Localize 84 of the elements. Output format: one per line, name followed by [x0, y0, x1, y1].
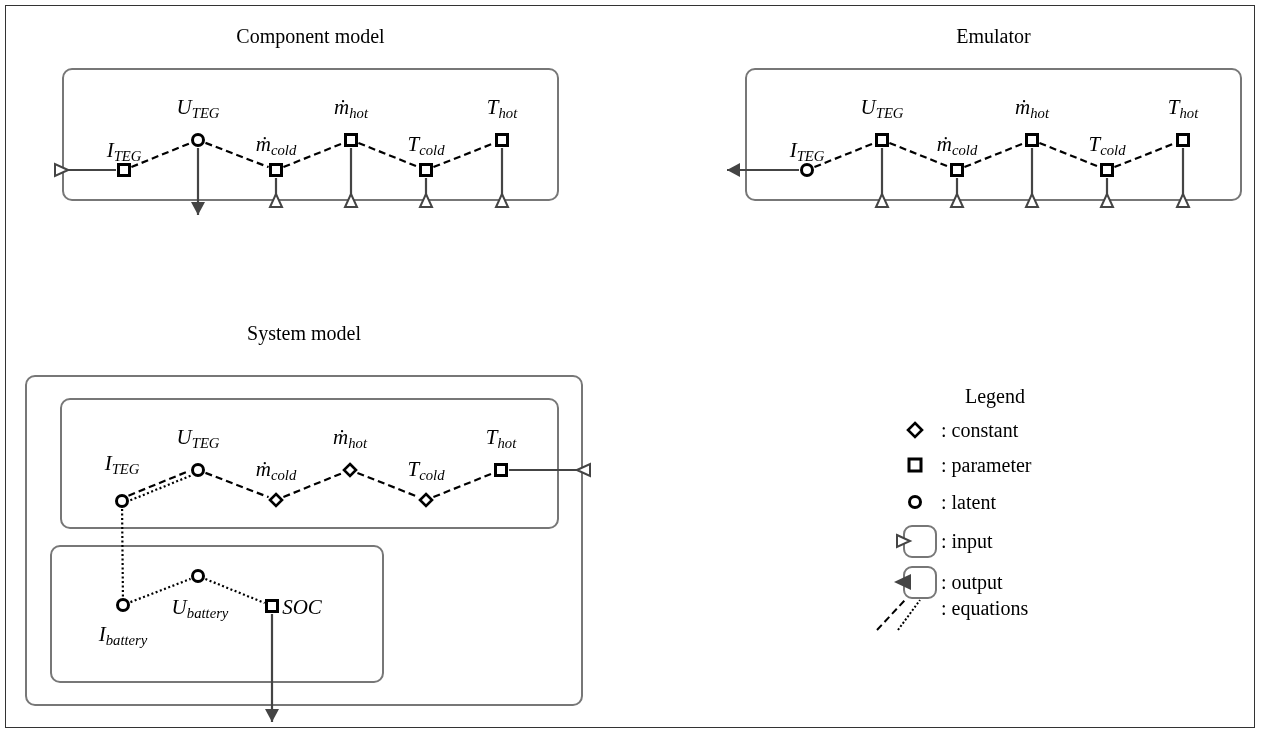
constant-diamond: [269, 493, 283, 507]
input-arrow: [875, 148, 889, 208]
input-arrow: [495, 148, 509, 208]
output-arrow: [265, 614, 279, 722]
input-arrow: [1025, 148, 1039, 208]
variable-label: U$_{TEG}$: [176, 96, 220, 122]
variable-label: U$_{TEG}$: [176, 426, 220, 452]
equation-line: [814, 141, 875, 169]
parameter-square: [494, 463, 508, 477]
subsystem-panel: [60, 398, 559, 529]
equation-line: [205, 471, 269, 499]
parameter-square: [1100, 163, 1114, 177]
equation-line: [433, 471, 494, 499]
parameter-square: [875, 133, 889, 147]
parameter-square: [495, 133, 509, 147]
input-arrow: [509, 463, 591, 477]
parameter-square: [950, 163, 964, 177]
legend-text: : parameter: [941, 455, 1032, 475]
variable-label: ṁ$_{hot}$: [333, 426, 367, 452]
variable-label: T$_{cold}$: [407, 458, 445, 484]
subsystem-panel: [50, 545, 384, 683]
latent-circle: [191, 463, 205, 477]
equation-line: [283, 472, 343, 498]
parameter-square: [269, 163, 283, 177]
output-arrow: [727, 163, 799, 177]
constant-diamond: [343, 463, 357, 477]
variable-label: I$_{TEG}$: [789, 139, 825, 165]
constant-diamond: [419, 493, 433, 507]
input-arrow: [344, 148, 358, 208]
input-arrow: [1176, 148, 1190, 208]
latent-circle: [191, 569, 205, 583]
variable-label: ṁ$_{cold}$: [255, 133, 297, 159]
latent-circle: [800, 163, 814, 177]
legend-text: : output: [941, 572, 1003, 592]
variable-label: I$_{TEG}$: [104, 452, 140, 478]
equation-line: [128, 469, 191, 497]
input-arrow: [1100, 178, 1114, 208]
equation-line: [130, 577, 191, 604]
parameter-square: [419, 163, 433, 177]
panel-title: Component model: [235, 25, 386, 48]
equation-line: [964, 141, 1025, 169]
legend-text: : constant: [941, 420, 1019, 440]
variable-label: SOC: [282, 596, 322, 618]
equation-line: [129, 474, 192, 502]
equation-line: [358, 141, 419, 169]
equation-line: [131, 142, 191, 168]
variable-label: T$_{hot}$: [486, 96, 518, 122]
latent-circle: [191, 133, 205, 147]
variable-label: U$_{battery}$: [171, 596, 229, 622]
latent-circle: [116, 598, 130, 612]
equation-line: [1039, 141, 1100, 169]
parameter-square: [1176, 133, 1190, 147]
equation-line: [121, 509, 124, 597]
equation-line: [205, 578, 265, 604]
panel-title: Emulator: [955, 25, 1032, 48]
input-arrow: [419, 178, 433, 208]
variable-label: T$_{cold}$: [1088, 133, 1126, 159]
equation-line: [205, 141, 269, 169]
parameter-square: [265, 599, 279, 613]
variable-label: ṁ$_{hot}$: [1015, 96, 1049, 122]
legend-title: Legend: [964, 385, 1026, 408]
parameter-square: [117, 163, 131, 177]
variable-label: T$_{hot}$: [485, 426, 517, 452]
output-arrow: [191, 148, 205, 215]
variable-label: ṁ$_{cold}$: [255, 458, 297, 484]
variable-label: I$_{TEG}$: [106, 139, 142, 165]
variable-label: I$_{battery}$: [98, 623, 148, 649]
input-arrow: [950, 178, 964, 208]
legend-text: : input: [941, 531, 993, 551]
variable-label: ṁ$_{hot}$: [334, 96, 368, 122]
variable-label: T$_{hot}$: [1167, 96, 1199, 122]
variable-label: ṁ$_{cold}$: [936, 133, 978, 159]
latent-circle: [115, 494, 129, 508]
panel-title: System model: [246, 322, 362, 345]
input-arrow: [54, 163, 116, 177]
input-arrow: [269, 178, 283, 208]
variable-label: T$_{cold}$: [407, 133, 445, 159]
legend-text: : equations: [941, 598, 1029, 618]
parameter-square: [1025, 133, 1039, 147]
equation-line: [889, 141, 950, 169]
legend-text: : latent: [941, 492, 996, 512]
variable-label: U$_{TEG}$: [860, 96, 904, 122]
equation-line: [283, 141, 344, 169]
parameter-square: [344, 133, 358, 147]
